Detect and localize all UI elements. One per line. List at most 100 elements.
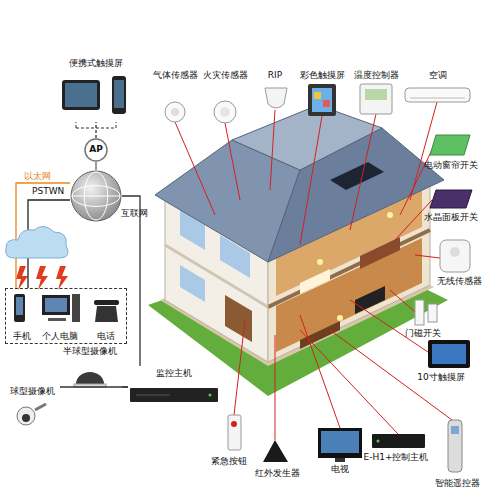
device-icon: [321, 431, 359, 453]
house: [300, 321, 340, 349]
device-label: 电动窗帘开关: [418, 160, 484, 171]
leader-line: [300, 330, 398, 434]
terminal-icon: [112, 76, 126, 114]
device-label: 气体传感器: [150, 70, 200, 81]
device-icon: [430, 135, 470, 155]
camera-icon: [17, 372, 218, 425]
terminal-icon: [48, 318, 66, 321]
cloud-shape: [6, 226, 68, 258]
terminal-icon: [114, 80, 124, 108]
node-text: 半球型摄像机: [58, 346, 122, 357]
leader-line: [300, 315, 340, 428]
access-point-circle: AP: [84, 138, 108, 162]
terminal-icon: [16, 297, 23, 315]
house: [317, 259, 323, 265]
device-label: 门磁开关: [398, 328, 448, 339]
node-text: 互联网: [114, 208, 154, 219]
camera-icon: [35, 404, 46, 410]
terminal-icon: [62, 80, 100, 110]
device-icon: [440, 240, 470, 272]
device-icon: [450, 247, 460, 257]
monitor-host-node: 监控主机: [128, 366, 220, 408]
device-label: 火灾传感器: [200, 70, 250, 81]
leader-line: [175, 122, 215, 215]
dashed-bracket: [116, 122, 117, 128]
device-icon: [323, 100, 330, 107]
device-icon: [335, 458, 345, 462]
camera-icon: [17, 407, 35, 425]
lightning-bolt: [56, 266, 68, 290]
dashed-bracket: [76, 122, 77, 128]
terminal-icon: [45, 298, 67, 312]
device-icon: [214, 101, 236, 123]
device-icon: [377, 440, 380, 443]
device-icon: [372, 434, 425, 448]
cloud-shape: [6, 226, 68, 258]
device-label: 电视: [325, 464, 355, 475]
device-label: 智能遥控器: [426, 478, 488, 489]
device-label: 彩色触摸屏: [297, 70, 347, 81]
terminal-icon: [42, 295, 70, 315]
lightning-bolt: [16, 266, 28, 290]
node-text: AP: [84, 144, 108, 155]
device-icon: [448, 420, 462, 472]
camera-icon: [136, 395, 170, 396]
connector-line: [60, 386, 128, 387]
camera-icon: [130, 388, 218, 402]
globe-meridian: [72, 196, 120, 197]
house: [355, 286, 385, 314]
lightning-bolt: [16, 266, 68, 290]
leader-line: [390, 290, 415, 312]
connector-line: [122, 196, 140, 366]
leader-line: [275, 335, 276, 440]
internet-globe-outline: [70, 170, 122, 222]
camera-node: 球型摄像机: [4, 386, 60, 426]
globe-meridian: [72, 186, 120, 207]
device-icon: [415, 300, 424, 325]
device-icon: [428, 304, 437, 322]
leader-line: [350, 300, 428, 352]
globe-outline: [71, 171, 121, 221]
house: [148, 105, 448, 396]
device-icon: [228, 415, 241, 450]
internet-globe: 互联网: [70, 170, 122, 222]
device-group-box: 手机个人电脑电话: [5, 288, 127, 344]
device-icon: [263, 440, 288, 462]
device-icon: [308, 84, 336, 116]
device-icon: [365, 89, 387, 100]
node-text: 监控主机: [128, 368, 220, 379]
connector-line: [95, 162, 96, 170]
device-label: 无线传感器: [428, 276, 490, 287]
device-icon: [410, 98, 465, 99]
camera-icon: [209, 394, 212, 397]
camera-icon: [22, 414, 30, 422]
device-icon: [231, 421, 237, 427]
device-icon: [314, 92, 321, 99]
device-icon: [451, 426, 459, 434]
leader-line: [415, 255, 440, 258]
camera-icon: [76, 372, 104, 384]
device-label: 红外发生器: [252, 468, 302, 479]
edge-label: PSTWN: [32, 186, 64, 197]
terminal-icon: [65, 83, 97, 107]
house: [232, 105, 382, 170]
terminal-icon: [94, 300, 119, 305]
terminal-group: 便携式触摸屏: [56, 58, 136, 122]
device-icon: [171, 108, 179, 116]
node-text: 球型摄像机: [4, 386, 60, 397]
device-label: 空调: [418, 70, 458, 81]
device-icon: [405, 88, 470, 102]
house: [180, 265, 205, 302]
connector-line: [95, 122, 96, 138]
device-icon: [265, 88, 287, 108]
device-icon: [430, 190, 472, 208]
device-label: 水晶面板开关: [418, 212, 484, 223]
house: [330, 162, 384, 190]
house: [337, 315, 343, 321]
leader-line: [270, 110, 275, 190]
device-icon: [312, 88, 332, 112]
